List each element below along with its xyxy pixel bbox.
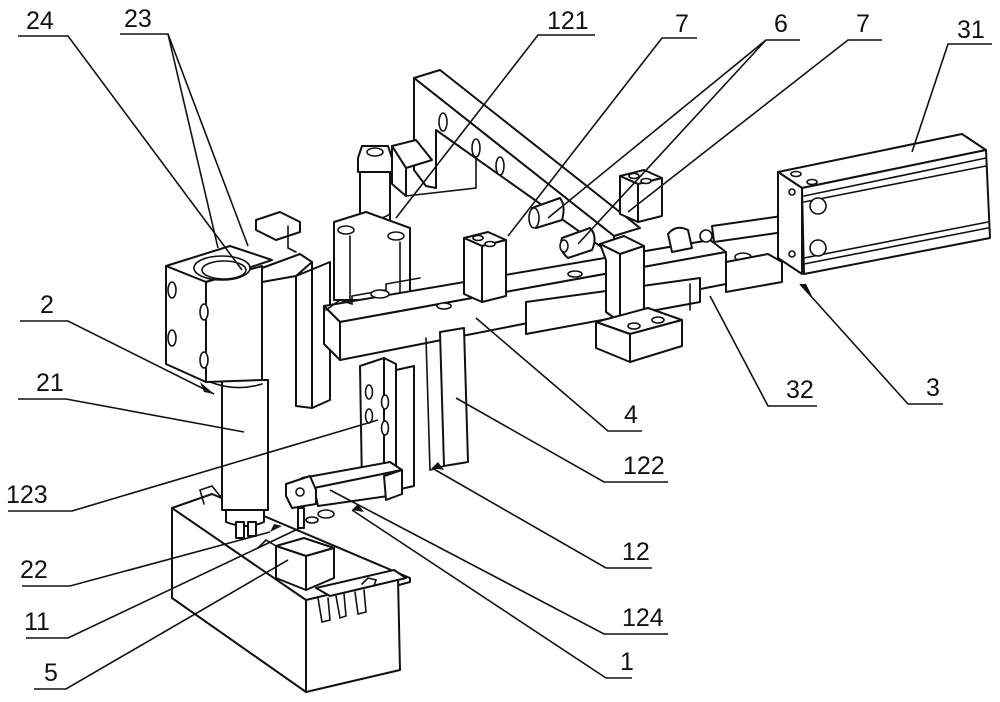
- callout-5: 5: [44, 659, 58, 687]
- pin-upper: [528, 197, 565, 229]
- clevis: [667, 226, 713, 253]
- stop-block-left: [463, 231, 507, 303]
- callout-124: 124: [622, 604, 664, 632]
- back-frame: [391, 69, 641, 257]
- base-block: [171, 485, 411, 693]
- press-rod: [221, 379, 269, 539]
- callout-4: 4: [624, 401, 638, 429]
- air-cylinder: [777, 133, 991, 275]
- callout-11: 11: [24, 608, 50, 636]
- callout-1: 1: [620, 648, 634, 676]
- upright-support: [595, 235, 683, 363]
- leader-lines: [8, 33, 992, 690]
- callout-23: 23: [124, 5, 152, 33]
- callout-31: 31: [957, 16, 985, 44]
- callout-122: 122: [623, 452, 665, 480]
- callout-21: 21: [36, 369, 64, 397]
- workpiece-seat: [257, 537, 335, 591]
- callout-7-right: 7: [856, 10, 870, 38]
- callout-6: 6: [774, 10, 788, 38]
- bearing-seat: [255, 211, 331, 409]
- callout-121: 121: [547, 7, 589, 35]
- callout-24: 24: [26, 7, 54, 35]
- callout-12: 12: [622, 538, 650, 566]
- clamp-arm: [285, 461, 403, 529]
- callout-7-left: 7: [675, 10, 689, 38]
- callout-2: 2: [40, 291, 54, 319]
- callout-22: 22: [20, 556, 48, 584]
- sleeve-block: [165, 245, 273, 389]
- callout-labels: 24 23 121 7 6 7 31 2 21 123 22 11 5 4 12…: [6, 5, 985, 687]
- vertical-cylinder: [333, 145, 411, 301]
- callout-123: 123: [6, 481, 48, 509]
- callout-32: 32: [786, 376, 814, 404]
- vertical-slide: [425, 327, 469, 472]
- stop-block-right: [619, 169, 663, 223]
- callout-3: 3: [926, 374, 940, 402]
